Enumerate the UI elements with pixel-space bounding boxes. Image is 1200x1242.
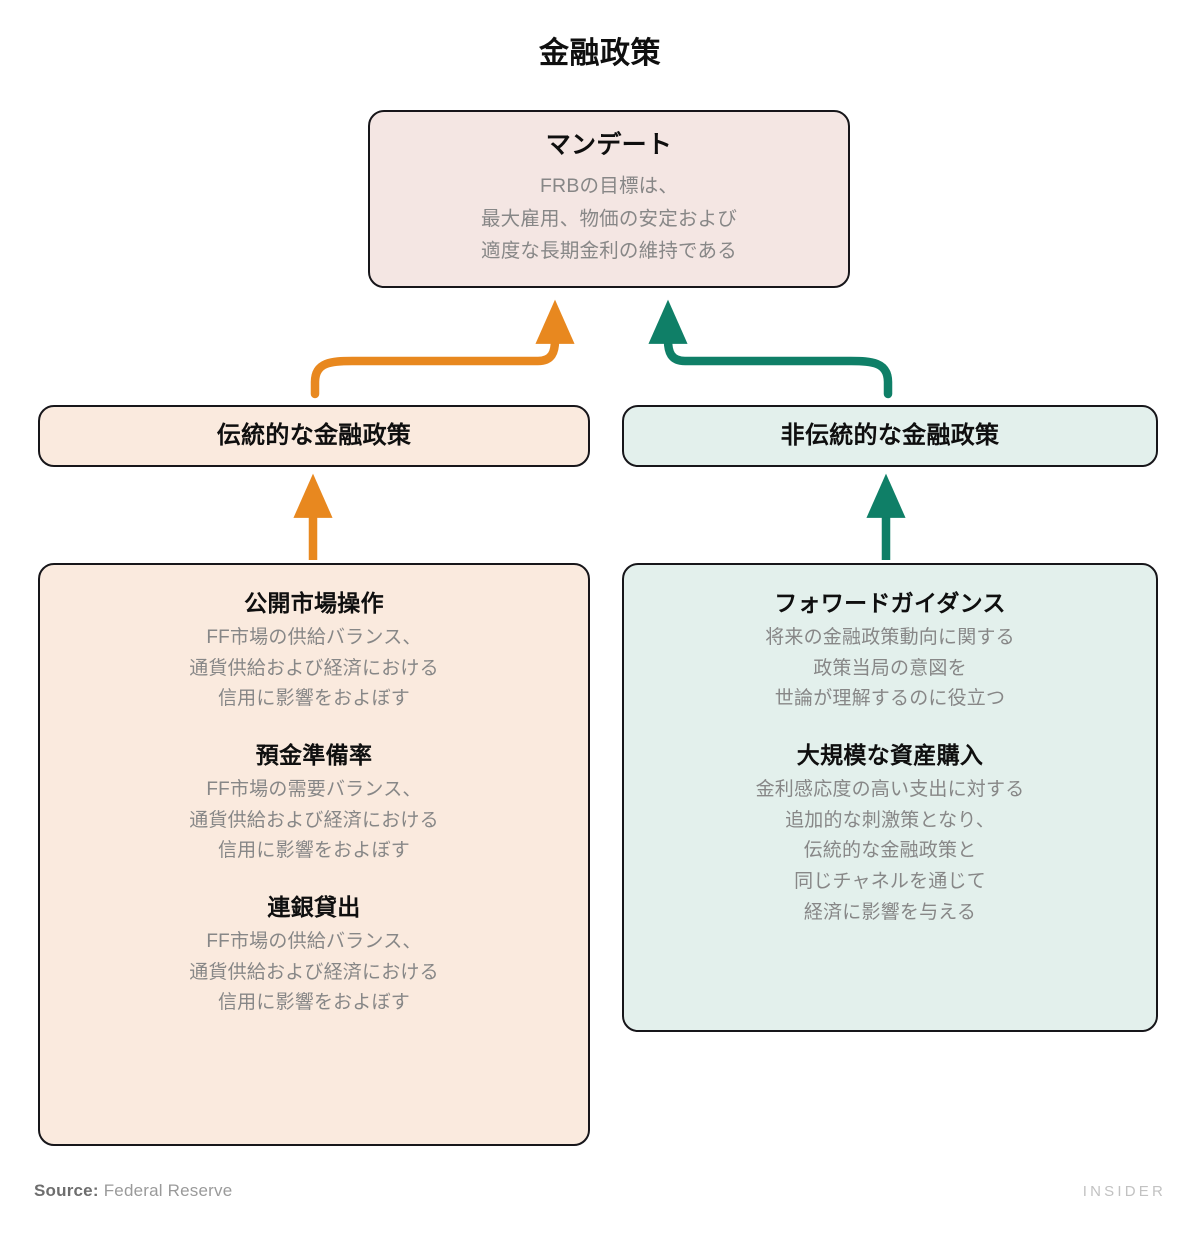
- node-conventional-detail: 公開市場操作 FF市場の供給バランス、 通貨供給および経済における 信用に影響を…: [38, 563, 590, 1146]
- node-unconventional-detail: フォワードガイダンス 将来の金融政策動向に関する 政策当局の意図を 世論が理解す…: [622, 563, 1158, 1032]
- section-reserve-requirements: 預金準備率 FF市場の需要バランス、 通貨供給および経済における 信用に影響をお…: [40, 741, 588, 867]
- section-body: FF市場の供給バランス、 通貨供給および経済における 信用に影響をおよぼす: [189, 930, 439, 1014]
- page-title: 金融政策: [539, 37, 661, 70]
- section-title: 預金準備率: [255, 742, 373, 769]
- section-title: フォワードガイダンス: [774, 590, 1006, 616]
- section-title: 公開市場操作: [244, 590, 384, 616]
- section-large-scale-asset-purchases: 大規模な資産購入 金利感応度の高い支出に対する 追加的な刺激策となり、 伝統的な…: [624, 741, 1156, 929]
- section-open-market-operations: 公開市場操作 FF市場の供給バランス、 通貨供給および経済における 信用に影響を…: [40, 589, 588, 715]
- source-label: Source:: [34, 1181, 99, 1200]
- section-body: 将来の金融政策動向に関する 政策当局の意図を 世論が理解するのに役立つ: [765, 626, 1015, 710]
- section-body: 金利感応度の高い支出に対する 追加的な刺激策となり、 伝統的な金融政策と 同じチ…: [755, 778, 1025, 923]
- brand-logo: INSIDER: [1082, 1183, 1166, 1200]
- source-value: Federal Reserve: [103, 1181, 233, 1200]
- node-unconventional-title: 非伝統的な金融政策: [780, 422, 1000, 449]
- node-mandate-title: マンデート: [545, 131, 673, 159]
- section-title: 連銀貸出: [267, 894, 361, 921]
- section-forward-guidance: フォワードガイダンス 将来の金融政策動向に関する 政策当局の意図を 世論が理解す…: [624, 589, 1156, 715]
- section-discount-window-lending: 連銀貸出 FF市場の供給バランス、 通貨供給および経済における 信用に影響をおよ…: [40, 893, 588, 1019]
- arrow-conventional-to-mandate: [310, 299, 575, 399]
- node-conventional-title: 伝統的な金融政策: [216, 422, 412, 449]
- section-title: 大規模な資産購入: [796, 742, 984, 769]
- node-unconventional: 非伝統的な金融政策: [622, 405, 1158, 467]
- node-conventional: 伝統的な金融政策: [38, 405, 590, 467]
- source-credit: Source:Federal Reserve: [34, 1181, 232, 1201]
- section-body: FF市場の需要バランス、 通貨供給および経済における 信用に影響をおよぼす: [189, 778, 439, 862]
- section-body: FF市場の供給バランス、 通貨供給および経済における 信用に影響をおよぼす: [189, 626, 439, 710]
- node-mandate-body: FRBの目標は、 最大雇用、物価の安定および 適度な長期金利の維持である: [480, 175, 738, 262]
- arrow-unconventional-to-mandate: [648, 299, 893, 399]
- node-mandate: マンデート FRBの目標は、 最大雇用、物価の安定および 適度な長期金利の維持で…: [368, 110, 850, 288]
